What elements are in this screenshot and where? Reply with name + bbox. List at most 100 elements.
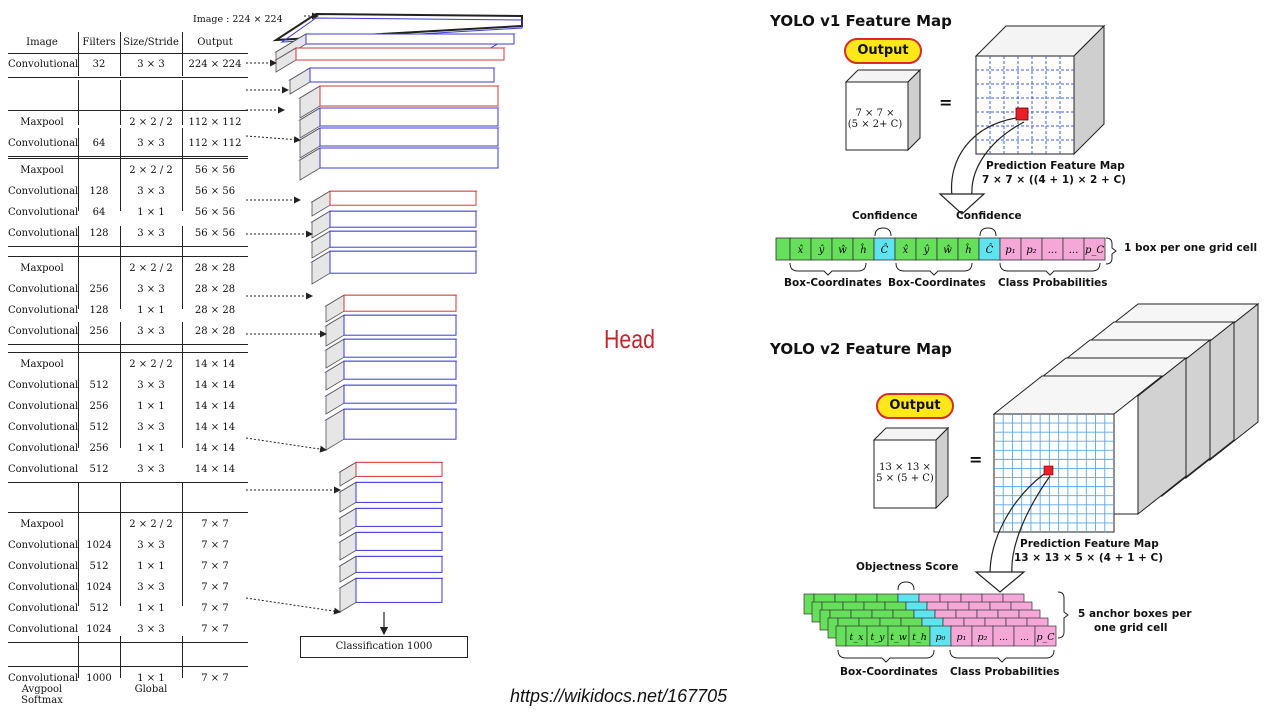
v1-side-note: 1 box per one grid cell bbox=[1124, 242, 1258, 254]
table-column-rule bbox=[182, 322, 183, 448]
table-cell bbox=[78, 514, 120, 535]
cube-front bbox=[975, 55, 1075, 155]
table-rule bbox=[8, 666, 248, 667]
table-cell: 1024 bbox=[86, 582, 112, 593]
v1-prediction-title: Prediction Feature Map bbox=[986, 160, 1125, 172]
dotted-connector bbox=[245, 597, 341, 615]
slab-front-face bbox=[343, 338, 457, 358]
v1-arrow-head bbox=[938, 193, 986, 215]
v1-confidence-1: Confidence bbox=[852, 210, 918, 222]
table-rule bbox=[8, 77, 248, 78]
table-cell: 7 × 7 bbox=[201, 624, 229, 635]
v1-curve-arrow-right bbox=[971, 121, 1025, 197]
v2-vector-cell-label: p₁ bbox=[957, 632, 967, 643]
v2-vector-cell-label: t_x bbox=[850, 632, 865, 643]
slab-front-face bbox=[309, 67, 495, 83]
table-cell: 32 bbox=[92, 59, 106, 70]
table-rule bbox=[8, 512, 248, 513]
slab-front-face bbox=[355, 555, 443, 573]
slab-side-face bbox=[339, 577, 357, 613]
slab-side-face bbox=[339, 555, 357, 583]
table-column-rule bbox=[78, 636, 79, 678]
table-cell: Maxpool bbox=[20, 519, 64, 530]
table-cell: Convolutional bbox=[8, 561, 79, 572]
v1-vector-cell-label: Ĉ bbox=[881, 244, 889, 256]
table-column-rule bbox=[78, 226, 79, 309]
conv-layer-slab bbox=[338, 555, 444, 583]
table-cell: 1 × 1 bbox=[137, 207, 165, 218]
table-cell: 28 × 28 bbox=[194, 263, 236, 274]
table-cell bbox=[78, 354, 120, 375]
v1-prediction-formula: 7 × 7 × ((4 + 1) × 2 + C) bbox=[982, 174, 1126, 186]
table-cell: Convolutional bbox=[8, 59, 79, 70]
table-cell: 512 bbox=[89, 380, 109, 391]
table-rule bbox=[8, 482, 248, 483]
v1-vector-cell-label: ŷ bbox=[818, 245, 825, 256]
v2-curve-arrow-left bbox=[989, 473, 1045, 575]
v2-vector-cell bbox=[1034, 625, 1057, 647]
table-cell: 1000 bbox=[86, 673, 112, 684]
v1-vector-cell-label: p_C bbox=[1085, 245, 1104, 256]
table-column-rule bbox=[182, 636, 183, 678]
table-cell: 3 × 3 bbox=[137, 284, 165, 295]
v1-curve-arrow-left bbox=[950, 117, 1017, 197]
table-column-rule bbox=[78, 322, 79, 448]
v2-prediction-formula: 13 × 13 × 5 × (4 + 1 + C) bbox=[1014, 552, 1163, 564]
v1-title: YOLO v1 Feature Map bbox=[770, 12, 952, 30]
table-column-rule bbox=[182, 226, 183, 309]
slab-side-face bbox=[325, 408, 345, 451]
table-header-cell: Size/Stride bbox=[123, 37, 179, 48]
slab-side-face bbox=[289, 67, 311, 95]
v1-vector-pad bbox=[775, 237, 791, 261]
v2-title: YOLO v2 Feature Map bbox=[770, 340, 952, 358]
table-cell: Maxpool bbox=[20, 165, 64, 176]
image-size-label: Image : 224 × 224 bbox=[193, 14, 283, 25]
table-column-rule bbox=[120, 80, 121, 125]
table-header-cell: Output bbox=[197, 37, 233, 48]
table-rule bbox=[8, 352, 248, 353]
v1-box-coordinates-2: Box-Coordinates bbox=[888, 277, 986, 289]
v1-confidence-brace-2 bbox=[979, 227, 997, 237]
v2-vector-cell-label: t_w bbox=[890, 632, 907, 643]
conv-layer-slab bbox=[324, 294, 458, 323]
v2-objectness-brace bbox=[897, 581, 915, 591]
conv-layer-slab bbox=[298, 107, 500, 139]
table-cell: 3 × 3 bbox=[137, 138, 165, 149]
table-cell: Convolutional bbox=[8, 284, 79, 295]
v1-vector-cell-label: x̂ bbox=[903, 245, 909, 256]
table-cell: 1 × 1 bbox=[137, 305, 165, 316]
table-cell: 256 bbox=[89, 401, 109, 412]
table-column-rule bbox=[120, 322, 121, 448]
v2-side-note-2: one grid cell bbox=[1094, 622, 1168, 634]
table-column-rule bbox=[78, 32, 79, 76]
v1-vector-cell-label: ŵ bbox=[838, 245, 847, 256]
v2-equals: = bbox=[969, 450, 983, 469]
classification-box: Classification 1000 bbox=[300, 636, 468, 658]
table-cell: 28 × 28 bbox=[194, 305, 236, 316]
v1-bracket-class bbox=[999, 262, 1101, 276]
v1-vector-cell-label: ŷ bbox=[923, 245, 930, 256]
table-cell: 2 × 2 / 2 bbox=[129, 165, 173, 176]
table-cell: 224 × 224 bbox=[188, 59, 242, 70]
table-cell: Maxpool bbox=[20, 117, 64, 128]
table-rule bbox=[8, 256, 248, 257]
table-cell: 3 × 3 bbox=[137, 59, 165, 70]
table-cell: 7 × 7 bbox=[201, 582, 229, 593]
table-cell: 14 × 14 bbox=[194, 401, 236, 412]
conv-layer-slab bbox=[310, 230, 478, 259]
conv-layer-slab bbox=[288, 67, 496, 95]
table-header-cell: Image bbox=[26, 37, 58, 48]
table-cell: 3 × 3 bbox=[137, 186, 165, 197]
table-cell: 64 bbox=[92, 138, 106, 149]
table-cell: 14 × 14 bbox=[194, 359, 236, 370]
table-cell: 3 × 3 bbox=[137, 540, 165, 551]
